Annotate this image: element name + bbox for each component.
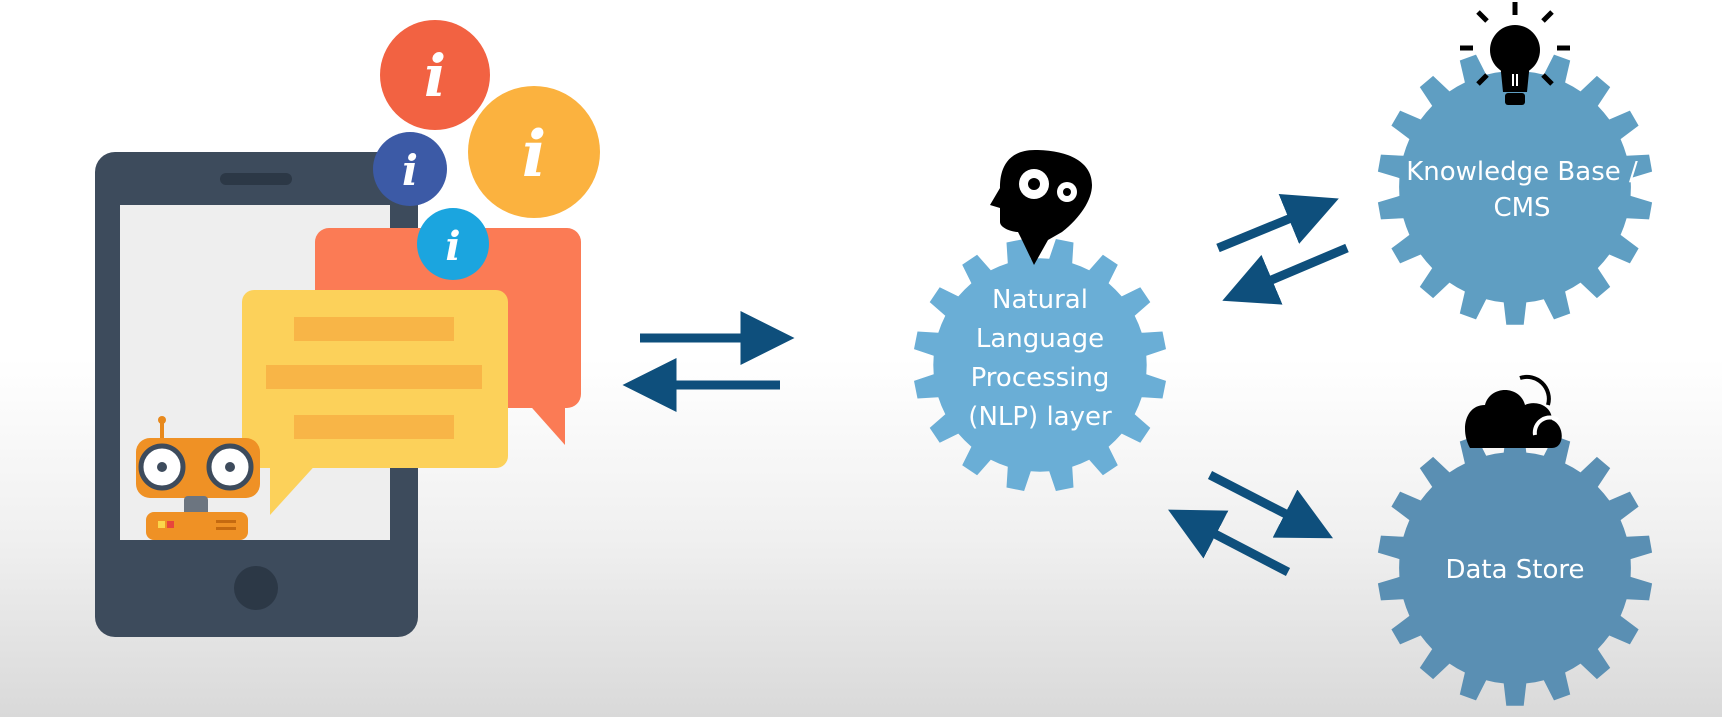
arrow-from-data-store (1168, 509, 1291, 576)
svg-text:i: i (522, 117, 546, 192)
gear-shape (1377, 430, 1653, 706)
info-icon-cyan: i (417, 208, 489, 280)
phone-home-button (234, 566, 278, 610)
data-store-label: Data Store (1445, 555, 1584, 585)
nlp-label-line: Processing (971, 363, 1110, 393)
nlp-label-line: (NLP) layer (968, 402, 1112, 432)
nlp-label-line: Natural (992, 285, 1088, 315)
message-line (266, 365, 482, 389)
robot-icon (136, 416, 260, 540)
arrow-to-data-store (1207, 470, 1334, 539)
info-icon-orange: i (468, 86, 600, 218)
data-store-gear: Data Store (1377, 430, 1653, 706)
arrow-to-knowledge-base (1216, 193, 1339, 253)
cloud-icon (1465, 374, 1562, 448)
message-line (294, 415, 454, 439)
svg-text:i: i (402, 146, 418, 195)
info-icon-navy: i (373, 132, 447, 206)
phone-speaker (220, 173, 292, 185)
knowledge-base-label-line: CMS (1493, 193, 1550, 223)
gear-shape (914, 239, 1166, 491)
arrow-from-knowledge-base (1222, 243, 1349, 305)
gear-shape (1377, 49, 1653, 325)
nlp-label-line: Language (976, 324, 1104, 354)
knowledge-base-label-line: Knowledge Base / (1406, 157, 1638, 187)
nlp-gear: Natural Language Processing (NLP) layer (914, 239, 1166, 491)
head-gears-icon (990, 150, 1092, 265)
message-line (294, 317, 454, 341)
lightbulb-icon (1460, 2, 1570, 105)
svg-text:i: i (424, 42, 446, 110)
knowledge-base-gear: Knowledge Base / CMS (1377, 49, 1653, 325)
chat-bubble-yellow (242, 290, 508, 515)
svg-text:i: i (445, 223, 460, 270)
info-icon-red: i (380, 20, 490, 130)
